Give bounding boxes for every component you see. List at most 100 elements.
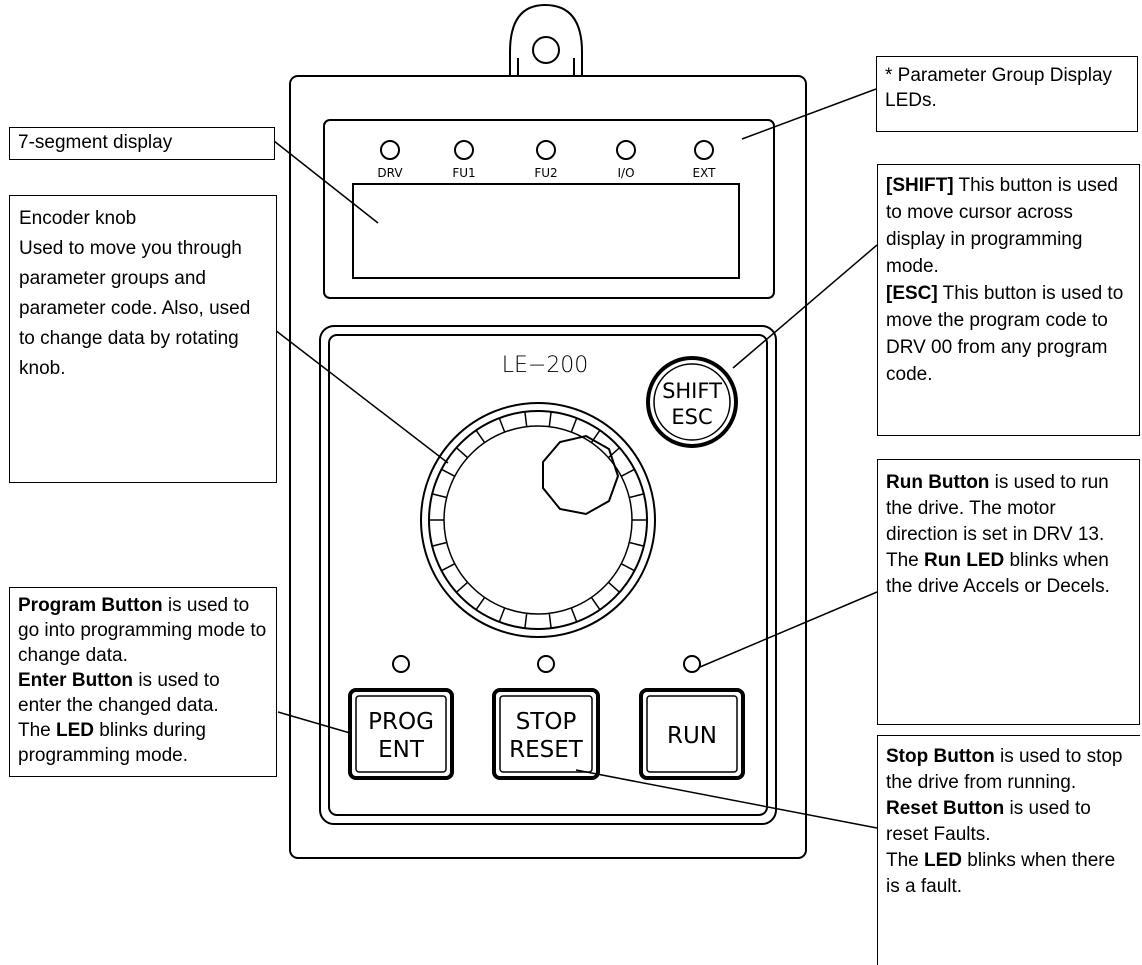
led-label-drv: DRV (377, 166, 403, 180)
callout-program-t3: LED (56, 720, 95, 741)
knob-ridge (590, 596, 601, 611)
display-panel (323, 119, 775, 299)
control-panel-outer (319, 325, 777, 825)
callout-shift-esc: [SHIFT] This button is used to move curs… (877, 164, 1140, 436)
knob-ridge (441, 468, 456, 477)
led-ext (694, 140, 714, 160)
led-io (616, 140, 636, 160)
leader-encoder (274, 329, 449, 464)
callout-run-t2-pre: The (886, 550, 925, 571)
led-label-fu2: FU2 (534, 166, 557, 180)
callout-param-leds-text: * Parameter Group Display LEDs. (885, 65, 1113, 111)
stop-reset-button[interactable] (492, 688, 600, 780)
callout-shift-esc-t1: [SHIFT] (886, 175, 954, 196)
run-label: RUN (667, 723, 717, 749)
knob-ridge (524, 411, 528, 427)
callout-stop-t3-pre: The (886, 850, 925, 871)
callout-run-t2-rest: blinks when the drive Accels or Decels. (886, 550, 1110, 597)
callout-run-t2: Run LED (924, 550, 1005, 571)
knob-ridge (607, 581, 621, 593)
prog-led (392, 655, 410, 673)
callout-program-t1: Program Button (18, 595, 163, 616)
callout-seven-segment-text: 7-segment display (18, 132, 173, 153)
callout-program-t3-pre: The (18, 720, 57, 741)
leader-program (277, 711, 351, 734)
knob-ridge (524, 613, 528, 629)
knob-ridge (629, 541, 644, 547)
callout-stop-t2-rest: is used to reset Faults. (886, 798, 1091, 845)
knob-ridge (620, 468, 635, 477)
callout-encoder-title: Encoder knob (19, 208, 137, 229)
esc-label: ESC (671, 405, 712, 429)
prog-label: PROG (368, 709, 434, 735)
knob-grip (542, 434, 620, 516)
led-label-io: I/O (617, 166, 634, 180)
control-panel (328, 334, 768, 816)
callout-encoder-body: Used to move you through parameter group… (19, 238, 251, 379)
led-fu2 (536, 140, 556, 160)
callout-program-t2: Enter Button (18, 670, 134, 691)
callout-stop-t1: Stop Button (886, 746, 995, 767)
leader-param-leds (741, 88, 877, 140)
ent-label: ENT (378, 737, 425, 763)
knob-ridge (441, 563, 456, 572)
shift-esc-button[interactable] (646, 356, 738, 448)
callout-shift-esc-t2: [ESC] (886, 283, 938, 304)
leader-seven-segment (273, 140, 379, 224)
knob-ridge (548, 613, 552, 629)
knob-ridge (455, 447, 469, 459)
knob-ridge (475, 596, 486, 611)
callout-program: Program Button is used to go into progra… (9, 587, 277, 777)
knob-ridge (620, 563, 635, 572)
leader-stop (575, 769, 878, 829)
led-label-fu1: FU1 (452, 166, 475, 180)
callout-stop-t2: Reset Button (886, 798, 1005, 819)
led-label-ext: EXT (693, 166, 717, 180)
callout-run: Run Button is used to run the drive. The… (877, 459, 1140, 725)
callout-run-t1-rest: is used to run the drive. The motor dire… (886, 472, 1109, 545)
seven-segment-display (352, 183, 740, 279)
knob-ridge (455, 581, 469, 593)
knob-ridge (432, 541, 447, 547)
knob-ridge (548, 411, 552, 427)
led-drv (380, 140, 400, 160)
run-led (683, 655, 701, 673)
hanging-tab (509, 3, 583, 76)
callout-stop-t3-rest: blinks when there is a fault. (886, 850, 1116, 897)
knob-ridge (432, 493, 447, 499)
callout-seven-segment: 7-segment display (9, 127, 275, 160)
shift-label: SHIFT (662, 379, 722, 403)
stop-label: STOP (516, 709, 577, 735)
run-button[interactable] (639, 688, 745, 780)
callout-run-t1: Run Button (886, 472, 990, 493)
callout-program-t3-rest: blinks during programming mode. (18, 720, 206, 766)
callout-program-t2-rest: is used to enter the changed data. (18, 670, 220, 716)
stop-led (537, 655, 555, 673)
callout-program-t1-rest: is used to go into programming mode to c… (18, 595, 267, 666)
callout-stop-t1-rest: is used to stop the drive from running. (886, 746, 1123, 793)
knob-ridge (607, 447, 621, 459)
leader-run (699, 591, 878, 668)
model-label: LE−200 (502, 353, 589, 378)
led-fu1 (454, 140, 474, 160)
knob-ridge (570, 417, 578, 433)
encoder-knob[interactable] (420, 402, 656, 638)
callout-stop-t3: LED (924, 850, 963, 871)
knob-ridge (570, 607, 578, 623)
knob-ridge (498, 607, 506, 623)
leader-shift-esc (732, 244, 878, 369)
prog-ent-button[interactable] (348, 688, 454, 780)
knob-ridge (475, 429, 486, 444)
callout-stop: Stop Button is used to stop the drive fr… (877, 735, 1140, 965)
knob-ridges (429, 411, 647, 629)
callout-encoder: Encoder knob Used to move you through pa… (9, 195, 277, 483)
keypad-housing (289, 75, 807, 859)
callout-shift-esc-t1-rest: This button is used to move cursor acros… (886, 175, 1118, 277)
mounting-hole (532, 36, 560, 64)
callout-shift-esc-t2-rest: This button is used to move the program … (886, 283, 1124, 385)
reset-label: RESET (509, 737, 584, 763)
knob-ridge (629, 493, 644, 499)
knob-ridge (498, 417, 506, 433)
callout-param-leds: * Parameter Group Display LEDs. (876, 56, 1138, 132)
